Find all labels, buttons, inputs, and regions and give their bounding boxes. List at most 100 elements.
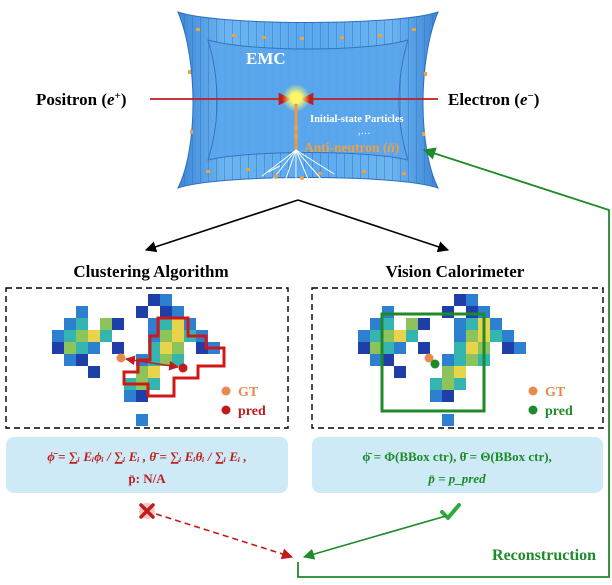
heatmap-cell [382,318,394,330]
heatmap-cell [172,306,184,318]
heatmap-cell [76,342,88,354]
heatmap-cell [76,306,88,318]
heatmap-cell [370,354,382,366]
legend-pred-label: pred [545,404,573,419]
heatmap-cell [454,294,466,306]
heatmap-cell [172,342,184,354]
heatmap-cell [160,330,172,342]
heatmap-cell [502,330,514,342]
clustering-title: Clustering Algorithm [73,262,228,281]
heatmap-cell [442,306,454,318]
split-arrows [144,199,450,253]
legend-gt-marker [528,386,538,396]
heatmap-cell [430,390,442,402]
heatmap-cell [454,354,466,366]
heatmap-cell [160,318,172,330]
heatmap-cell [406,318,418,330]
clustering-to-reconstruction-arrow [155,513,294,560]
heatmap-cell [64,330,76,342]
heatmap-cell [88,342,100,354]
heatmap-cell [52,330,64,342]
heatmap-cell [148,378,160,390]
vision-formula-line2: p̄ = p_pred [427,471,486,486]
heatmap-cell [442,354,454,366]
vision-legend: GT pred [528,385,573,419]
cross-icon [139,503,155,519]
vision-panel [311,287,604,429]
legend-pred-marker [221,405,231,415]
emc-detector: EMC Initial-state Particles ,… Anti-neut… [150,11,439,189]
heatmap-cell [160,342,172,354]
heatmap-cell [406,330,418,342]
heatmap-cell [100,330,112,342]
heatmap-cell [442,366,454,378]
clustering-gt-point [116,353,126,363]
heatmap-cell [382,354,394,366]
heatmap-cell [76,330,88,342]
heatmap-cell [100,318,112,330]
heatmap-cell [148,294,160,306]
heatmap-cell [358,342,370,354]
heatmap-cell [442,390,454,402]
heatmap-cell [382,342,394,354]
vision-to-reconstruction-arrow [302,515,447,560]
legend-gt-marker [221,386,231,396]
prediction-bbox [380,312,486,413]
electron-label: Electron (e−) [448,90,539,109]
emc-label: EMC [246,49,286,68]
heatmap-cell [394,342,406,354]
heatmap-cell [370,330,382,342]
initial-state-ellipsis: ,… [358,126,371,137]
heatmap-cell [64,318,76,330]
heatmap-cell [88,330,100,342]
clustering-legend: GT pred [221,385,266,419]
vision-formula-line1: ϕ̄ = Φ(BBox ctr), θ̄ = Θ(BBox ctr), [362,449,552,464]
heatmap-cell [418,342,430,354]
heatmap-cell [382,306,394,318]
heatmap-cell [172,318,184,330]
reconstruction-label: Reconstruction [492,547,596,564]
clustering-panel [5,287,289,429]
heatmap-cell [160,306,172,318]
antineutron-label: Anti-neutron (n̄) [304,140,399,155]
heatmap-cell [442,378,454,390]
heatmap-cell [64,354,76,366]
positron-label: Positron (e+) [36,90,127,109]
heatmap-cell [148,366,160,378]
heatmap-cell [502,342,514,354]
heatmap-cell [454,318,466,330]
initial-state-label: Initial-state Particles [310,114,404,125]
heatmap-cell [454,366,466,378]
collision-point [291,93,301,103]
clustering-formula-line1: ϕ̄ = ∑ᵢ Eᵢϕᵢ / ∑ᵢ Eᵢ , θ̄ = ∑ᵢ Eᵢθᵢ / ∑ᵢ… [47,449,247,464]
shower-hits [274,126,304,180]
heatmap-cell [490,318,502,330]
detector-crystals [188,28,427,175]
heatmap-cell [454,330,466,342]
heatmap-cell [52,342,64,354]
heatmap-cell [466,294,478,306]
legend-pred-label: pred [238,404,266,419]
heatmap-cell [490,330,502,342]
legend-gt-label: GT [545,385,566,400]
vision-formula-box [312,437,603,493]
heatmap-cell [394,330,406,342]
vision-pred-point [430,359,440,369]
heatmap-cell [394,366,406,378]
shower-lines [261,149,335,186]
heatmap-cell [466,306,478,318]
heatmap-cell [454,342,466,354]
heatmap-cell [64,342,76,354]
heatmap-cell [136,414,148,426]
vision-title: Vision Calorimeter [386,262,525,281]
heatmap-cell [418,318,430,330]
heatmap-cell [124,390,136,402]
heatmap-cell [370,342,382,354]
heatmap-cell [466,342,478,354]
clustering-formula-box [6,437,288,493]
heatmap-cell [514,342,526,354]
heatmap-cell [172,330,184,342]
heatmap-cell [112,318,124,330]
check-icon [440,503,461,520]
